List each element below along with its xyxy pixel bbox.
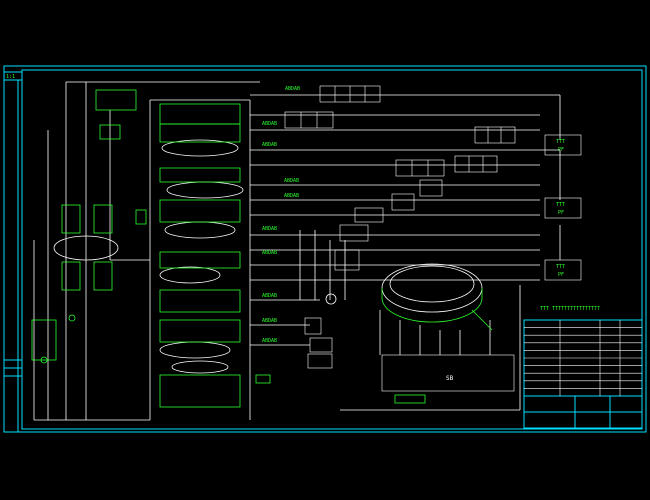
main-unit-box — [381, 354, 515, 392]
title-block-heading: TTT TTTTTTTTTTTTTTTT — [540, 306, 600, 312]
ring-tank — [381, 263, 483, 323]
pipe-label: ABDAB — [285, 86, 300, 92]
panel-2-label: TTT — [556, 202, 565, 208]
pipe-label: ABDAB — [262, 226, 277, 232]
drawing-frame — [3, 65, 647, 433]
main-unit-label: SB — [446, 375, 454, 382]
panel-3-sub: PF — [558, 272, 564, 278]
instrument-tags — [95, 89, 493, 404]
pipe-label: ABDAB — [262, 250, 277, 256]
left-feed-lines — [33, 81, 260, 421]
pipe-label: ABDAB — [262, 142, 277, 148]
pipe-label: ABDAB — [262, 121, 277, 127]
central-trunk — [149, 99, 251, 420]
left-separator-vessel — [53, 235, 119, 261]
panel-3-label: TTT — [556, 264, 565, 270]
left-valve-cluster — [31, 204, 113, 364]
pipe-label: ABDAB — [262, 318, 277, 324]
pipe-label: ABDAB — [284, 193, 299, 199]
title-block — [523, 319, 643, 429]
panel-1-sub: PF — [558, 147, 564, 153]
pipe-label: ABDAB — [262, 338, 277, 344]
sheet-mark: 1:1 — [6, 74, 15, 80]
legend-rows — [524, 327, 642, 389]
control-panels — [544, 134, 582, 281]
contact-boxes — [284, 85, 516, 369]
branch-lines — [250, 94, 561, 411]
pipe-label: ABDAB — [262, 293, 277, 299]
panel-1-label: TTT — [556, 139, 565, 145]
vessel-valve-rows — [159, 103, 241, 408]
panel-2-sub: PF — [558, 210, 564, 216]
pipe-label: ABDAB — [284, 178, 299, 184]
pipe-labels: ABDAB ABDAB ABDAB ABDAB ABDAB ABDAB ABDA… — [262, 86, 300, 344]
stacked-vessels — [159, 139, 244, 374]
